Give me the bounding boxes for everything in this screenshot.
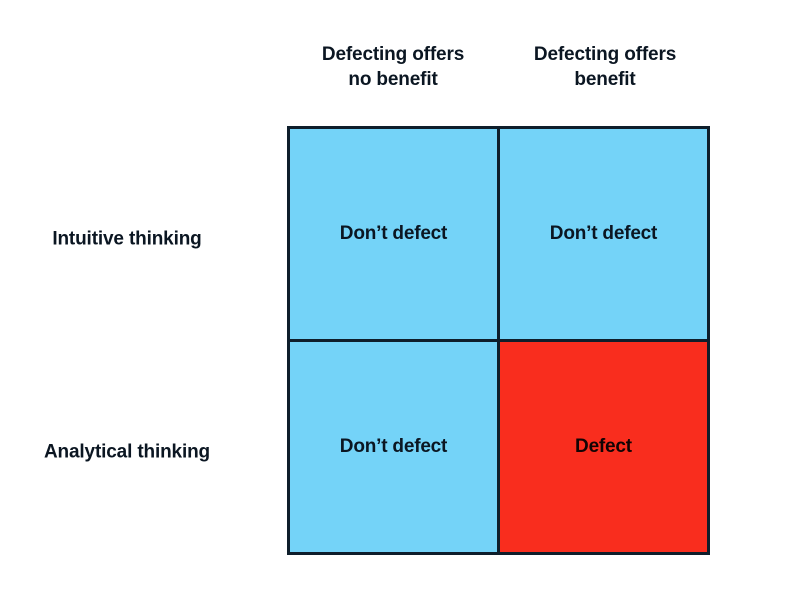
matrix-cell-label: Don’t defect (339, 223, 448, 244)
row-label-analytical-thinking: Analytical thinking (43, 441, 211, 463)
matrix-cell-label: Defect (575, 436, 632, 457)
matrix-cell-analytical-benefit[interactable]: Defect (500, 342, 707, 552)
column-header-no-benefit: Defecting offers no benefit (321, 44, 465, 91)
matrix-cell-analytical-no-benefit[interactable]: Don’t defect (290, 342, 497, 552)
matrix-cell-label: Don’t defect (339, 436, 448, 457)
matrix-cell-intuitive-no-benefit[interactable]: Don’t defect (290, 129, 497, 339)
column-header-benefit: Defecting offers benefit (533, 44, 677, 91)
row-label-intuitive-thinking: Intuitive thinking (52, 228, 202, 250)
matrix-cell-label: Don’t defect (549, 223, 658, 244)
matrix-grid: Don’t defect Don’t defect Don’t defect D… (287, 126, 710, 555)
matrix-cell-intuitive-benefit[interactable]: Don’t defect (500, 129, 707, 339)
